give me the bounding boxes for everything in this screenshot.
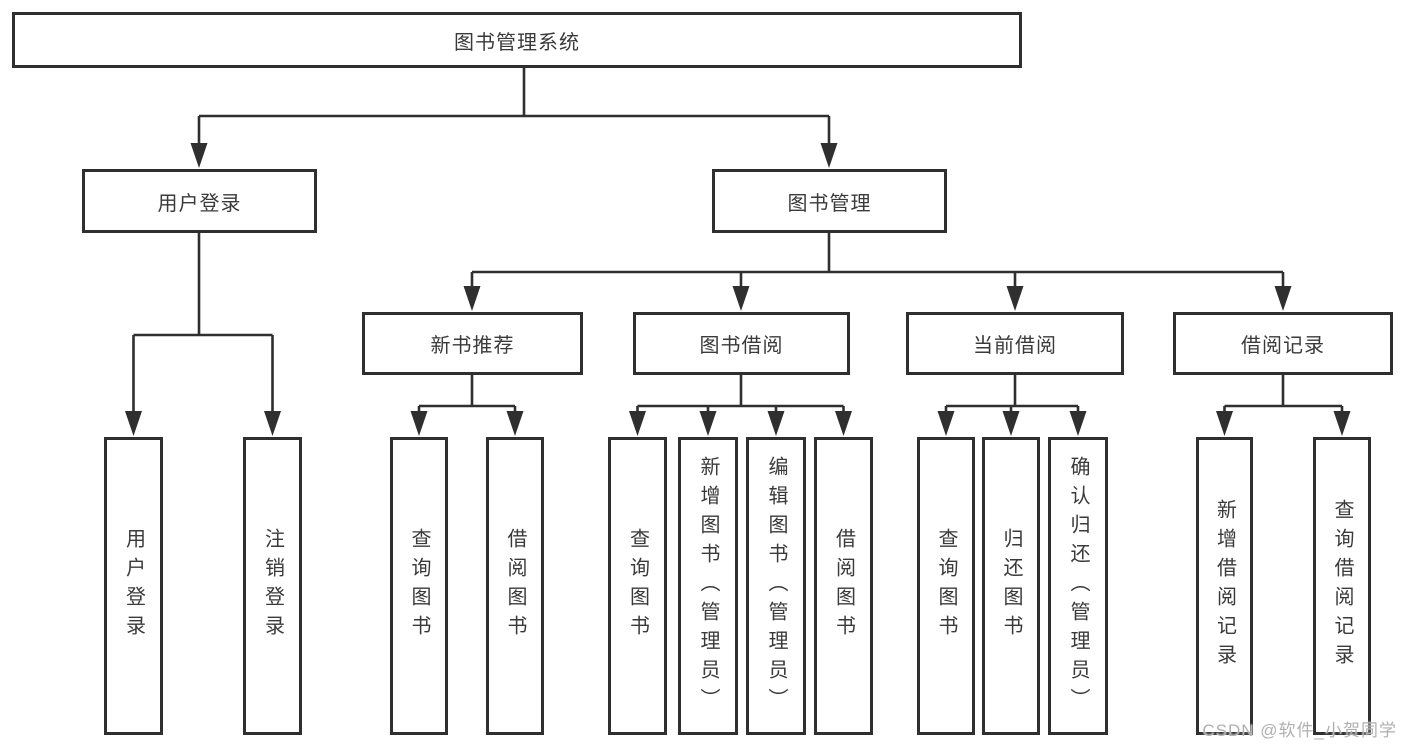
leaf-logout: 注销登录 (243, 437, 302, 735)
leaf-user-login: 用户登录 (104, 437, 163, 735)
leaf-query-books-current-label: 查询图书 (935, 528, 957, 644)
leaf-query-books-borrow: 查询图书 (608, 437, 667, 735)
leaf-query-books-recommend-label: 查询图书 (408, 528, 430, 644)
leaf-return-books: 归还图书 (982, 437, 1040, 735)
node-new-book-recommend: 新书推荐 (362, 312, 583, 375)
leaf-user-login-label: 用户登录 (122, 528, 145, 644)
node-book-system-label: 图书管理系统 (454, 31, 580, 54)
node-current-borrow: 当前借阅 (906, 312, 1124, 375)
node-book-management-label: 图书管理 (787, 192, 872, 215)
leaf-edit-book-admin: 编辑图书（管理员） (746, 437, 806, 735)
leaf-logout-label: 注销登录 (261, 528, 284, 644)
leaf-query-books-current: 查询图书 (917, 437, 975, 735)
leaf-return-books-label: 归还图书 (1000, 528, 1022, 644)
node-book-management: 图书管理 (712, 169, 947, 233)
leaf-borrow-books-recommend: 借阅图书 (486, 437, 544, 735)
node-new-book-recommend-label: 新书推荐 (430, 335, 515, 357)
leaf-query-books-recommend: 查询图书 (390, 437, 448, 735)
leaf-borrow-books-recommend-label: 借阅图书 (504, 528, 526, 644)
leaf-add-borrow-record-label: 新增借阅记录 (1213, 499, 1236, 673)
leaf-add-borrow-record: 新增借阅记录 (1196, 437, 1253, 735)
watermark: CSDN @软件_小贺同学 (1202, 721, 1397, 740)
node-borrow-records-label: 借阅记录 (1241, 335, 1325, 357)
leaf-edit-book-admin-label: 编辑图书（管理员） (765, 455, 787, 717)
leaf-query-borrow-record: 查询借阅记录 (1313, 437, 1371, 735)
node-book-borrow: 图书借阅 (633, 312, 850, 375)
leaf-confirm-return-admin: 确认归还（管理员） (1048, 437, 1108, 735)
leaf-query-borrow-record-label: 查询借阅记录 (1331, 499, 1353, 673)
node-user-login-label: 用户登录 (157, 192, 242, 215)
leaf-query-books-borrow-label: 查询图书 (626, 528, 649, 644)
node-book-borrow-label: 图书借阅 (699, 335, 784, 357)
node-user-login: 用户登录 (82, 169, 317, 233)
leaf-borrow-books: 借阅图书 (814, 437, 873, 735)
leaf-add-book-admin-label: 新增图书（管理员） (697, 455, 719, 717)
node-book-system: 图书管理系统 (12, 12, 1022, 68)
leaf-borrow-books-label: 借阅图书 (832, 528, 855, 644)
leaf-add-book-admin: 新增图书（管理员） (678, 437, 738, 735)
leaf-confirm-return-admin-label: 确认归还（管理员） (1067, 455, 1089, 717)
node-current-borrow-label: 当前借阅 (973, 335, 1057, 357)
node-borrow-records: 借阅记录 (1173, 312, 1393, 375)
